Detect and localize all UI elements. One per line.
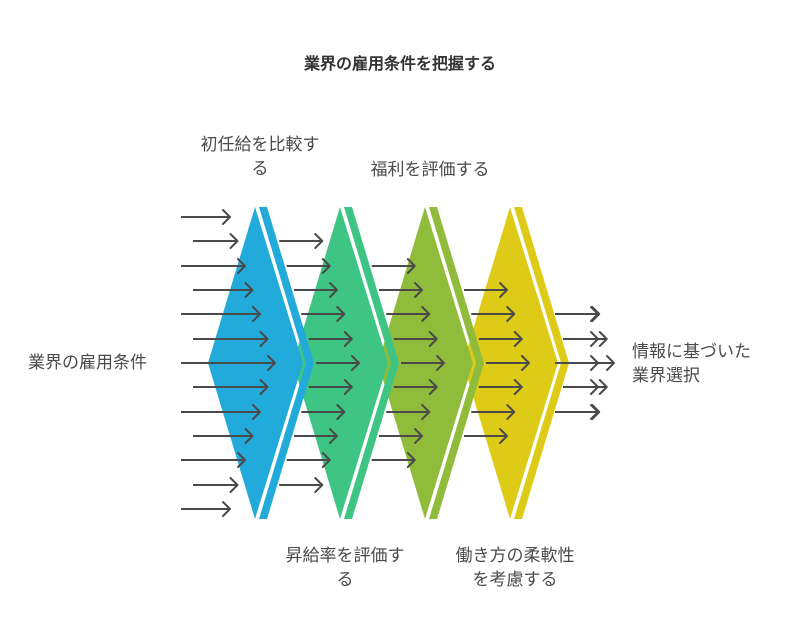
stage-4-label: 働き方の柔軟性 を考慮する bbox=[456, 544, 575, 592]
input-label: 業界の雇用条件 bbox=[28, 353, 147, 373]
arrow-icon bbox=[279, 477, 324, 493]
arrow-icon bbox=[393, 379, 438, 395]
arrow-icon bbox=[193, 428, 254, 444]
arrow-icon bbox=[563, 379, 599, 395]
arrow-icon bbox=[193, 331, 269, 347]
arrow-icon bbox=[393, 331, 438, 347]
stage-label-line: 昇給率を評価す bbox=[285, 546, 405, 566]
stage-label-line: 初任給を比較す bbox=[200, 135, 320, 155]
arrow-icon bbox=[181, 452, 246, 468]
stage-label-line: を考慮する bbox=[472, 570, 558, 590]
arrow-icon bbox=[464, 282, 509, 298]
arrow-icon bbox=[181, 404, 261, 420]
output-label: 情報に基づいた 業界選択 bbox=[632, 340, 751, 388]
arrow-icon bbox=[301, 306, 346, 322]
arrow-icon bbox=[193, 379, 269, 395]
stage-label-line: 働き方の柔軟性 bbox=[455, 546, 575, 566]
output-label-line: 業界選択 bbox=[632, 366, 700, 386]
arrow-icon bbox=[371, 452, 416, 468]
arrow-icon bbox=[279, 233, 324, 249]
arrow-icon bbox=[286, 452, 331, 468]
stage-label-line: る bbox=[336, 570, 354, 590]
arrow-icon bbox=[308, 379, 353, 395]
arrow-icon bbox=[563, 331, 599, 347]
arrow-icon bbox=[193, 233, 239, 249]
arrow-icon bbox=[301, 404, 346, 420]
arrow-icon bbox=[478, 331, 523, 347]
arrow-icon bbox=[386, 306, 431, 322]
arrow-icon bbox=[379, 282, 424, 298]
arrow-icon bbox=[371, 258, 416, 274]
arrow-icon bbox=[181, 306, 261, 322]
arrow-icon bbox=[286, 258, 331, 274]
arrow-icon bbox=[181, 355, 276, 371]
arrow-icon bbox=[555, 355, 599, 371]
arrow-icon bbox=[555, 306, 599, 322]
arrow-icon bbox=[471, 306, 516, 322]
arrow-icon bbox=[316, 355, 360, 371]
stage-label-line: 福利を評価する bbox=[370, 160, 490, 180]
arrow-icon bbox=[181, 209, 231, 225]
stage-1-label: 初任給を比較す る bbox=[201, 133, 320, 181]
arrow-icon bbox=[379, 428, 424, 444]
stage-3-label: 福利を評価する bbox=[371, 158, 490, 182]
arrow-icon bbox=[386, 404, 431, 420]
diagram-title: 業界の雇用条件を把握する bbox=[303, 54, 497, 73]
stage-label-line: る bbox=[251, 159, 269, 179]
output-label-line: 情報に基づいた bbox=[632, 342, 751, 362]
arrow-icon bbox=[471, 404, 516, 420]
arrow-icon bbox=[193, 282, 254, 298]
arrow-icon bbox=[294, 282, 339, 298]
arrow-icon bbox=[478, 379, 523, 395]
arrow-icon bbox=[555, 404, 599, 420]
arrow-icon bbox=[401, 355, 445, 371]
stage-2-label: 昇給率を評価す る bbox=[286, 544, 405, 592]
arrow-icon bbox=[193, 477, 239, 493]
arrow-icon bbox=[486, 355, 530, 371]
arrow-icon bbox=[464, 428, 509, 444]
arrow-icon bbox=[294, 428, 339, 444]
arrow-icon bbox=[181, 501, 231, 517]
arrow-icon bbox=[181, 258, 246, 274]
arrow-icon bbox=[308, 331, 353, 347]
